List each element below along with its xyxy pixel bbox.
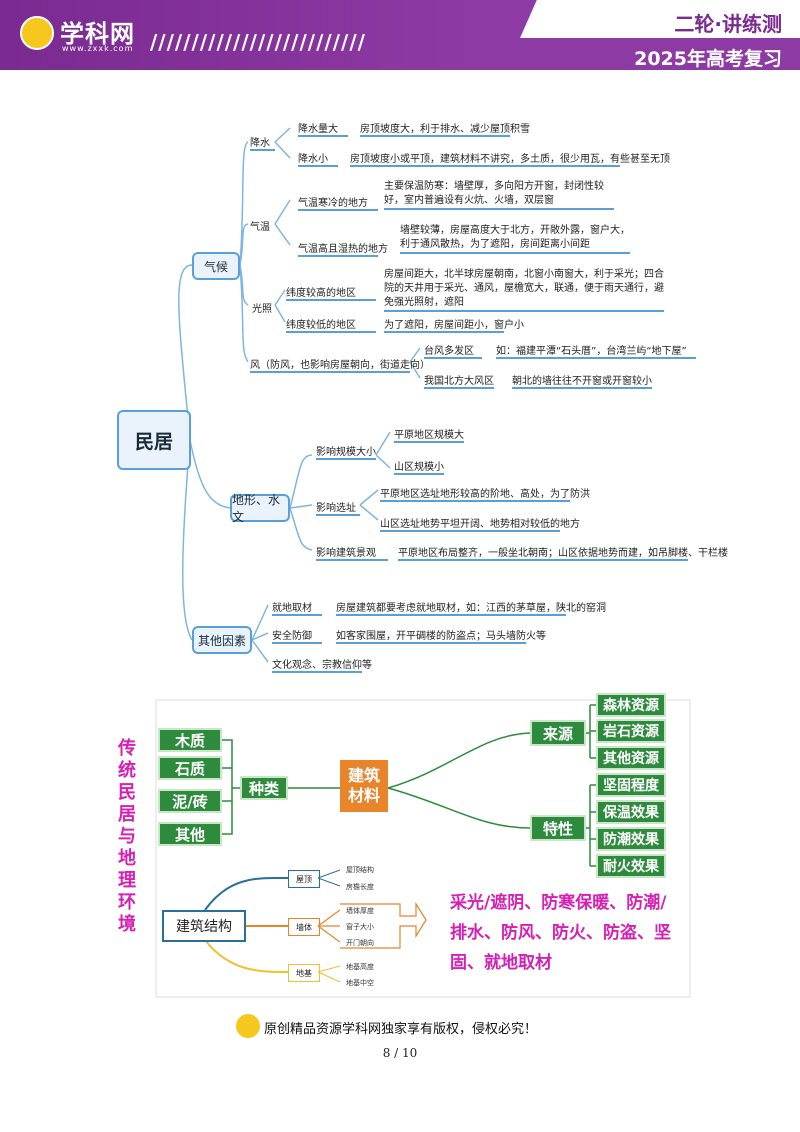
copyright-notice: 原创精品资源学科网独家享有版权，侵权必究！	[264, 1022, 538, 1037]
label-light: 光照	[252, 304, 272, 315]
other-cond-3: 文化观念、宗教信仰等	[272, 656, 372, 673]
other-desc-2: 如客家围屋，开平碉楼的防盗点；马头墙防火等	[336, 627, 546, 644]
terrain-site-2: 山区选址地势平坦开阔、地势相对较低的地方	[380, 515, 580, 532]
kind-stone: 石质	[158, 756, 222, 780]
vertical-title-char: 传	[118, 738, 136, 759]
property-insulation: 保温效果	[596, 800, 666, 824]
rain-cond-2: 降水小	[298, 150, 338, 167]
node-material: 建筑 材料	[340, 760, 388, 812]
page-number: 8 / 10	[382, 1046, 418, 1060]
vertical-title: 传 统 民 居 与 地 理 环 境	[116, 738, 138, 936]
vertical-title-char: 地	[118, 848, 136, 869]
roof-item-2: 房檐长度	[346, 883, 374, 891]
label-rain: 降水	[250, 134, 275, 151]
wind-desc-2: 朝北的墙往往不开窗或开窗较小	[512, 372, 652, 389]
node-source: 来源	[530, 720, 586, 746]
mascot-icon	[236, 1014, 260, 1038]
header-decoration: //////////////////////////	[150, 30, 366, 54]
mindmap2-connectors	[155, 699, 691, 998]
material-line-2: 材料	[347, 786, 380, 805]
property-strength: 坚固程度	[596, 773, 666, 797]
header-banner	[0, 0, 800, 70]
other-cond-1: 就地取材	[272, 599, 322, 616]
label-wind: 风（防风，也影响房屋朝向，街道走向）	[250, 356, 430, 373]
wall-item-3: 开门朝向	[346, 939, 374, 947]
rain-desc-1: 房顶坡度大，利于排水、减少屋顶积雪	[360, 120, 530, 137]
temp-cond-2: 气温高且湿热的地方	[298, 240, 388, 257]
temp-cond-1: 气温寒冷的地方	[298, 194, 378, 211]
other-desc-1: 房屋建筑都要考虑就地取材，如：江西的茅草屋，陕北的窑洞	[336, 599, 606, 616]
structure-foundation: 地基	[288, 964, 320, 982]
temp-desc-1: 主要保温防寒：墙壁厚，多向阳方开窗，封闭性较好，室内普遍设有火炕、火墙，双层窗	[384, 180, 614, 210]
logo-mascot-icon	[20, 16, 54, 50]
source-forest: 森林资源	[596, 693, 666, 717]
node-structure: 建筑结构	[162, 910, 246, 942]
kind-mud-brick: 泥/砖	[158, 789, 222, 813]
roof-item-1: 屋顶结构	[346, 866, 374, 874]
node-property: 特性	[530, 815, 586, 841]
terrain-layout: 影响建筑景观	[316, 544, 388, 561]
wind-cond-1: 台风多发区	[424, 342, 482, 359]
terrain-layout-desc: 平原地区布局整齐，一般坐北朝南；山区依据地势而建，如吊脚楼、干栏楼	[398, 544, 728, 561]
wind-desc-1: 如：福建平潭“石头厝”，台湾兰屿“地下屋”	[496, 342, 696, 359]
property-moisture: 防潮效果	[596, 827, 666, 851]
wall-item-2: 窗子大小	[346, 923, 374, 931]
light-desc-1: 房屋间距大，北半球房屋朝南，北窗小南窗大，利于采光；四合院的天井用于采光、通风，…	[384, 268, 664, 312]
vertical-title-char: 与	[118, 826, 136, 847]
terrain-site: 影响选址	[316, 499, 360, 516]
node-other: 其他因素	[192, 626, 252, 654]
temp-desc-2: 墙壁较薄，房屋高度大于北方，开敞外露，窗户大，利于通风散热，为了遮阳，房间距离小…	[400, 224, 630, 254]
vertical-title-char: 环	[118, 892, 136, 913]
foundation-item-1: 地基高度	[346, 963, 374, 971]
terrain-scale-2: 山区规模小	[394, 458, 444, 475]
light-cond-1: 纬度较高的地区	[286, 284, 376, 301]
source-other: 其他资源	[596, 746, 666, 770]
wind-cond-2: 我国北方大风区	[424, 372, 494, 389]
node-climate: 气候	[192, 252, 240, 280]
kind-wood: 木质	[158, 728, 222, 752]
light-cond-2: 纬度较低的地区	[286, 316, 376, 333]
material-line-1: 建筑	[347, 766, 380, 785]
terrain-scale-1: 平原地区规模大	[394, 426, 464, 443]
rain-cond-1: 降水量大	[298, 120, 348, 137]
light-desc-2: 为了遮阳，房屋间距小，窗户小	[384, 316, 524, 333]
vertical-title-char: 理	[118, 870, 136, 891]
function-line-3: 固、就地取材	[450, 953, 552, 973]
mindmap1-connectors	[178, 127, 421, 663]
node-kinds: 种类	[240, 776, 288, 800]
function-line-1: 采光/遮阴、防寒保暖、防潮/	[450, 893, 667, 913]
rain-desc-2: 房顶坡度小或平顶，建筑材料不讲究，多土质，很少用瓦，有些甚至无顶	[350, 150, 670, 167]
other-cond-2: 安全防御	[272, 627, 322, 644]
source-rock: 岩石资源	[596, 719, 666, 743]
header-subtitle: 2025年高考复习	[634, 48, 782, 70]
header-title-panel	[520, 0, 800, 38]
vertical-title-char: 民	[118, 782, 136, 803]
terrain-site-1: 平原地区选址地形较高的阶地、高处，为了防洪	[380, 485, 590, 502]
vertical-title-char: 境	[118, 914, 136, 935]
foundation-item-2: 地基中空	[346, 979, 374, 987]
wall-item-1: 墙体厚度	[346, 907, 374, 915]
property-fire: 耐火效果	[596, 854, 666, 878]
vertical-title-char: 统	[118, 760, 136, 781]
vertical-title-char: 居	[118, 804, 136, 825]
logo-url: www.zxxk.com	[62, 44, 134, 53]
label-temp: 气温	[250, 222, 270, 233]
node-terrain: 地形、水文	[230, 493, 290, 524]
function-line-2: 排水、防风、防火、防盗、坚	[450, 923, 671, 943]
logo-text: 学科网	[60, 20, 135, 48]
terrain-scale: 影响规模大小	[316, 443, 376, 460]
header-title: 二轮·讲练测	[674, 12, 782, 36]
structure-roof: 屋顶	[288, 870, 320, 888]
kind-other: 其他	[158, 822, 222, 846]
node-root: 民居	[117, 410, 191, 470]
structure-wall: 墙体	[288, 918, 320, 936]
